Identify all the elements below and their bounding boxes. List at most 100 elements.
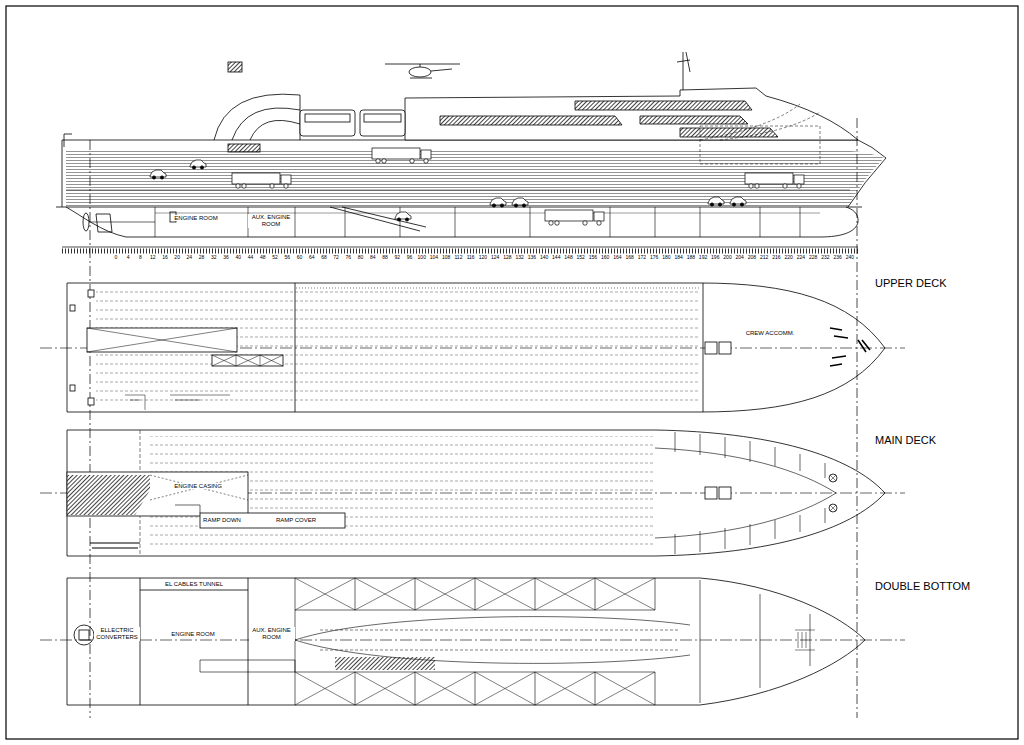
room-name: EL CABLES TUNNEL [165,581,223,588]
room-label: CREW ACCOMM. [745,330,796,337]
frame-number: 124 [491,255,499,260]
main-deck-plan [655,448,836,538]
main-deck-plan [829,474,837,482]
upper-deck-plan [87,328,237,352]
frame-number: 232 [821,255,829,260]
truck [232,173,291,188]
frame-number: 8 [139,255,142,260]
upper-deck-plan [705,342,717,354]
room-label: AUX. ENGINE ROOM [248,214,294,227]
deck-name: DOUBLE BOTTOM [875,580,970,592]
frame-number: 56 [284,255,290,260]
main-deck-plan [830,505,836,511]
main-deck-plan [67,472,248,516]
main-deck-plan [705,487,717,499]
double-bottom-plan [295,672,655,705]
helicopter [385,64,460,78]
frame-number: 96 [407,255,413,260]
frame-number: 52 [272,255,278,260]
frame-number: 188 [687,255,695,260]
frame-number: 16 [162,255,168,260]
frame-number: 64 [309,255,315,260]
main-deck-plan [67,430,885,556]
truck [372,148,431,163]
frame-number: 4 [127,255,130,260]
upper-deck-plan [830,328,870,366]
double-bottom-plan [700,580,810,703]
frame-number: 32 [211,255,217,260]
double-bottom-plan [67,578,865,705]
double-bottom-plan [295,617,690,664]
main-deck-plan [829,504,837,512]
ship-profile [56,52,886,237]
helicopter [409,67,431,77]
frame-number: 116 [467,255,475,260]
frame-number: 168 [625,255,633,260]
window-band [640,116,748,124]
frame-number: 192 [699,255,707,260]
frame-number: 184 [674,255,682,260]
main-deck-plan [719,487,731,499]
frame-number: 28 [199,255,205,260]
hull-outline [62,140,886,207]
frame-number: 108 [442,255,450,260]
window-band [228,144,260,152]
upper-deck-plan [88,290,94,297]
frame-number: 112 [454,255,462,260]
aft-arches [214,94,300,140]
room-name: ENGINE CASING [174,483,222,490]
upper-deck-plan [67,283,885,412]
double-bottom-plan [67,578,865,705]
main-deck-plan [67,430,885,556]
frame-number: 40 [236,255,242,260]
frame-number: 200 [723,255,731,260]
truck [545,210,604,225]
car [708,197,724,206]
frame-number: 0 [115,255,118,260]
hidden-line [700,126,820,164]
upper-deck-plan [87,328,237,352]
frame-number: 136 [528,255,536,260]
car [395,212,411,221]
main-deck-plan [150,475,248,500]
hidden-line [700,104,800,140]
bulkhead [155,207,800,237]
room-label: ENGINE ROOM [173,215,218,222]
upper-deck-plan [296,288,700,289]
upper-deck-plan [125,395,230,410]
frame-number: 60 [297,255,303,260]
room-name: AUX. ENGINE ROOM [250,627,294,640]
window-band [575,101,752,110]
frame-scale [62,247,858,251]
room-label: ENGINE ROOM [170,631,215,638]
frame-number: 20 [174,255,180,260]
tank-top [155,213,820,214]
frame-number: 160 [601,255,609,260]
car [190,160,206,169]
frame-line [857,118,858,718]
frame-number: 180 [662,255,670,260]
frame-number: 196 [711,255,719,260]
frame-number: 104 [430,255,438,260]
upper-deck-plan [70,385,75,391]
deck-line [66,190,850,191]
frame-number: 204 [736,255,744,260]
truck [745,173,804,188]
main-deck-plan [67,475,150,515]
frame-line [90,140,91,718]
frame-number: 128 [503,255,511,260]
superstructure [405,88,858,140]
double-bottom-plan [79,630,89,640]
deck-name: UPPER DECK [875,277,947,289]
frame-number: 224 [797,255,805,260]
frame-number: 164 [613,255,621,260]
rudder [96,214,112,232]
frame-number: 176 [650,255,658,260]
frame-number: 156 [589,255,597,260]
shaft [89,222,155,223]
double-bottom-plan [335,657,435,670]
frame-number: 48 [260,255,266,260]
double-bottom-plan [74,625,94,645]
